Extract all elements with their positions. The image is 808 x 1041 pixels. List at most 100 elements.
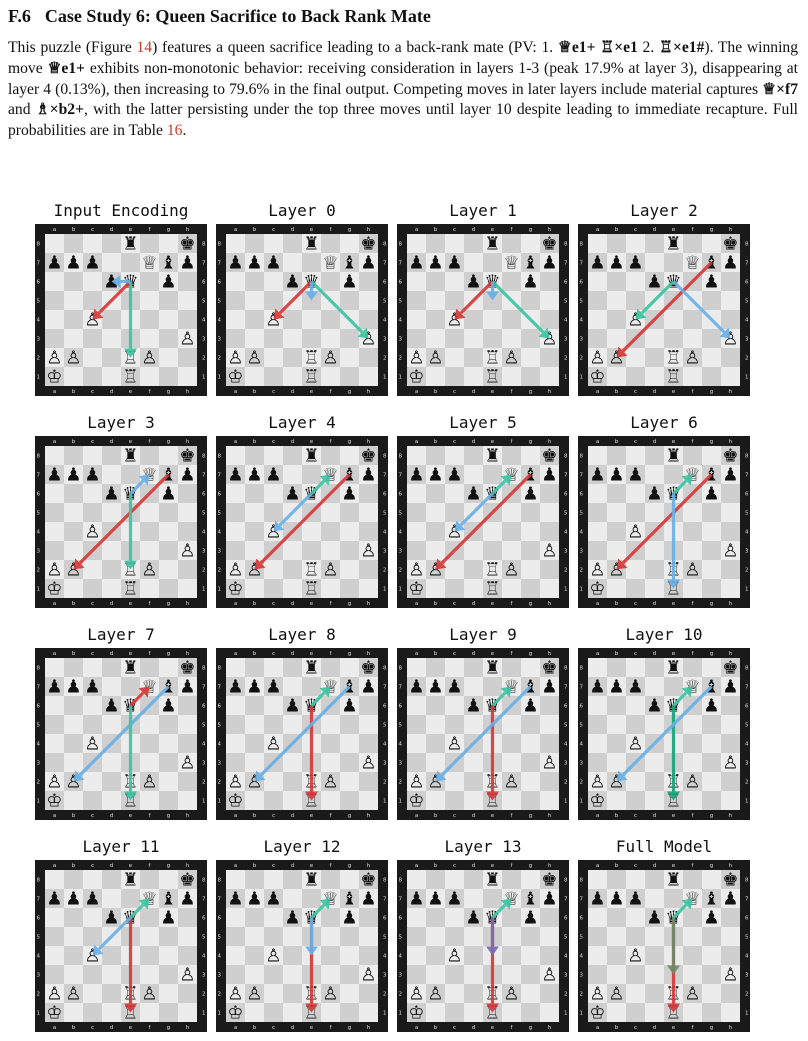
rank-label: 7 [36, 473, 40, 479]
board-square [264, 658, 283, 677]
board-square [83, 870, 102, 889]
rank-label: 2 [564, 992, 568, 998]
rank-label: 5 [217, 299, 221, 305]
rank-label: 5 [383, 299, 387, 305]
board-square [83, 503, 102, 522]
file-label: a [53, 813, 56, 819]
table-link[interactable]: 16 [166, 122, 183, 140]
file-label: e [129, 439, 133, 445]
rank-label: 6 [564, 704, 568, 710]
rank-label: 8 [398, 242, 402, 248]
chess-piece: ♟ [627, 677, 643, 698]
figure-link[interactable]: 14 [136, 39, 153, 56]
board-square [359, 446, 378, 465]
board-square [140, 908, 159, 927]
board-square [426, 753, 445, 772]
board-square [588, 465, 607, 484]
board-square [178, 522, 197, 541]
panel-title: Layer 12 [263, 837, 341, 856]
board-square [464, 984, 483, 1003]
board-square [445, 965, 464, 984]
panel-title: Layer 4 [268, 413, 336, 432]
chess-piece: ♖ [665, 1003, 681, 1024]
chess-piece: ♟ [160, 696, 176, 717]
board-square [83, 446, 102, 465]
rank-label: 2 [202, 780, 206, 786]
board-square [645, 715, 664, 734]
file-label: a [596, 389, 599, 395]
chess-piece: ♚ [360, 446, 376, 467]
board-square [588, 348, 607, 367]
board-square [159, 348, 178, 367]
chess-piece: ♙ [684, 984, 700, 1005]
chess-piece: ♟ [408, 253, 424, 274]
file-label: d [291, 389, 295, 395]
board-square [702, 753, 721, 772]
board-square [226, 560, 245, 579]
board-square [683, 253, 702, 272]
board-square [226, 446, 245, 465]
board-square [178, 677, 197, 696]
rank-label: 7 [383, 261, 387, 267]
board-square [245, 965, 264, 984]
board-square [178, 253, 197, 272]
file-label: e [491, 227, 495, 233]
board-square [626, 677, 645, 696]
chess-piece: ♟ [65, 889, 81, 910]
file-label: a [53, 227, 56, 233]
board-square [226, 1003, 245, 1022]
board-square [426, 272, 445, 291]
board-square [645, 272, 664, 291]
board-square [426, 484, 445, 503]
file-label: a [415, 1025, 418, 1031]
board-square [321, 579, 340, 598]
board-square [464, 348, 483, 367]
rank-label: 8 [383, 242, 387, 248]
chess-piece: ♖ [665, 348, 681, 369]
move-arrow [124, 281, 137, 358]
file-label: d [291, 601, 295, 607]
board-square [588, 367, 607, 386]
file-label: c [453, 863, 456, 869]
rank-label: 6 [202, 704, 206, 710]
board-square [340, 522, 359, 541]
chess-piece: ♟ [227, 677, 243, 698]
rank-label: 6 [383, 492, 387, 498]
board-square [645, 658, 664, 677]
board-square [159, 889, 178, 908]
rank-label: 3 [383, 337, 387, 343]
board-square [283, 272, 302, 291]
rank-label: 5 [745, 511, 749, 517]
board-square [283, 870, 302, 889]
file-label: g [348, 651, 352, 657]
board-square [159, 522, 178, 541]
rank-label: 7 [745, 685, 749, 691]
rank-label: 5 [202, 511, 206, 517]
file-label: f [330, 227, 333, 233]
board-square [702, 272, 721, 291]
board-square [264, 560, 283, 579]
chess-piece: ♖ [484, 791, 500, 812]
move-arrow [616, 685, 713, 782]
board-square [64, 927, 83, 946]
chess-piece: ♟ [103, 484, 119, 505]
chess-piece: ♜ [303, 446, 319, 467]
board-square [721, 234, 740, 253]
board-square [540, 291, 559, 310]
board-square [407, 367, 426, 386]
rank-label: 4 [202, 530, 206, 536]
board-square [64, 753, 83, 772]
board-square [683, 734, 702, 753]
board-square [721, 465, 740, 484]
board-square [502, 753, 521, 772]
board-square [359, 984, 378, 1003]
file-label: d [291, 651, 295, 657]
chess-piece: ♟ [65, 677, 81, 698]
board-square [321, 791, 340, 810]
rank-label: 8 [217, 878, 221, 884]
file-label: f [149, 813, 152, 819]
board-square [445, 484, 464, 503]
